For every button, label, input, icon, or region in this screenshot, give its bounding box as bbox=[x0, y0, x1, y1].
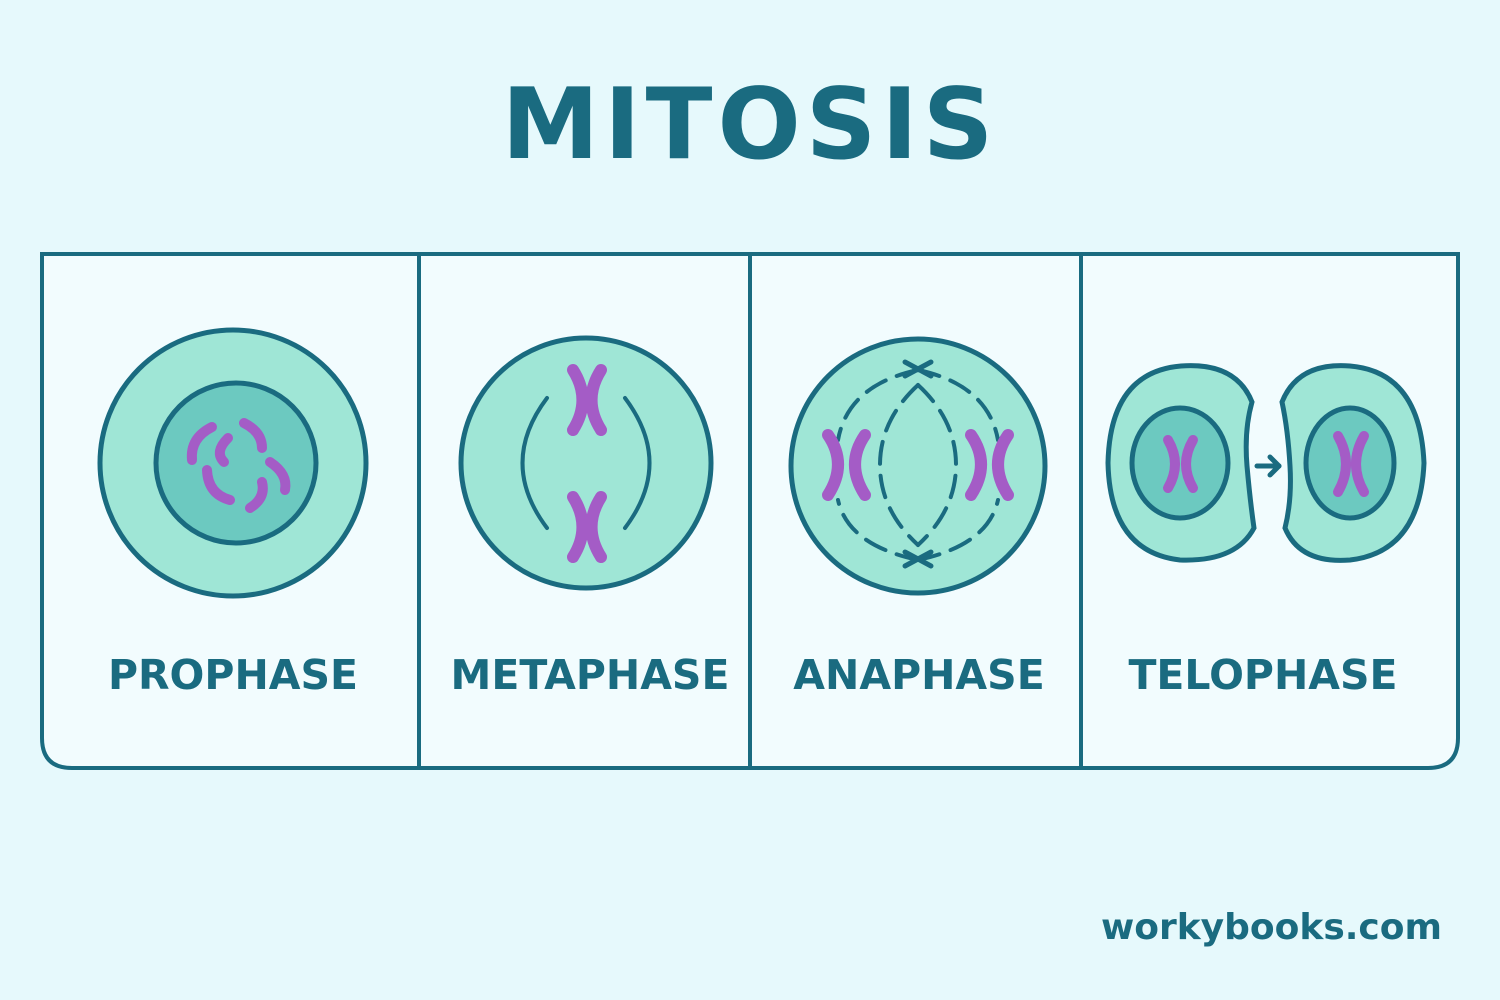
spindle-fiber bbox=[623, 396, 652, 530]
anaphase-cell bbox=[788, 336, 1048, 596]
spindle-fiber bbox=[836, 368, 1000, 562]
chromosome bbox=[567, 491, 607, 563]
chromosome bbox=[567, 364, 607, 436]
stage-label-prophase: PROPHASE bbox=[108, 651, 358, 699]
prophase-cell bbox=[97, 327, 369, 599]
metaphase-cell bbox=[458, 335, 714, 591]
stage-label-telophase: TELOPHASE bbox=[1128, 651, 1397, 699]
diagram-title: MITOSIS bbox=[501, 68, 999, 182]
stage-label-metaphase: METAPHASE bbox=[451, 651, 730, 699]
site-watermark: workybooks.com bbox=[1100, 907, 1442, 948]
chromatin bbox=[186, 418, 291, 513]
centriole bbox=[902, 359, 934, 569]
chromosome bbox=[1333, 431, 1369, 497]
stage-label-anaphase: ANAPHASE bbox=[793, 651, 1044, 699]
chromosome bbox=[1163, 435, 1198, 493]
chromosome bbox=[822, 429, 871, 501]
spindle-fiber bbox=[520, 396, 549, 530]
chromosome bbox=[965, 429, 1014, 501]
arrow-right-icon bbox=[1254, 454, 1282, 478]
telophase-cells bbox=[1105, 363, 1427, 563]
